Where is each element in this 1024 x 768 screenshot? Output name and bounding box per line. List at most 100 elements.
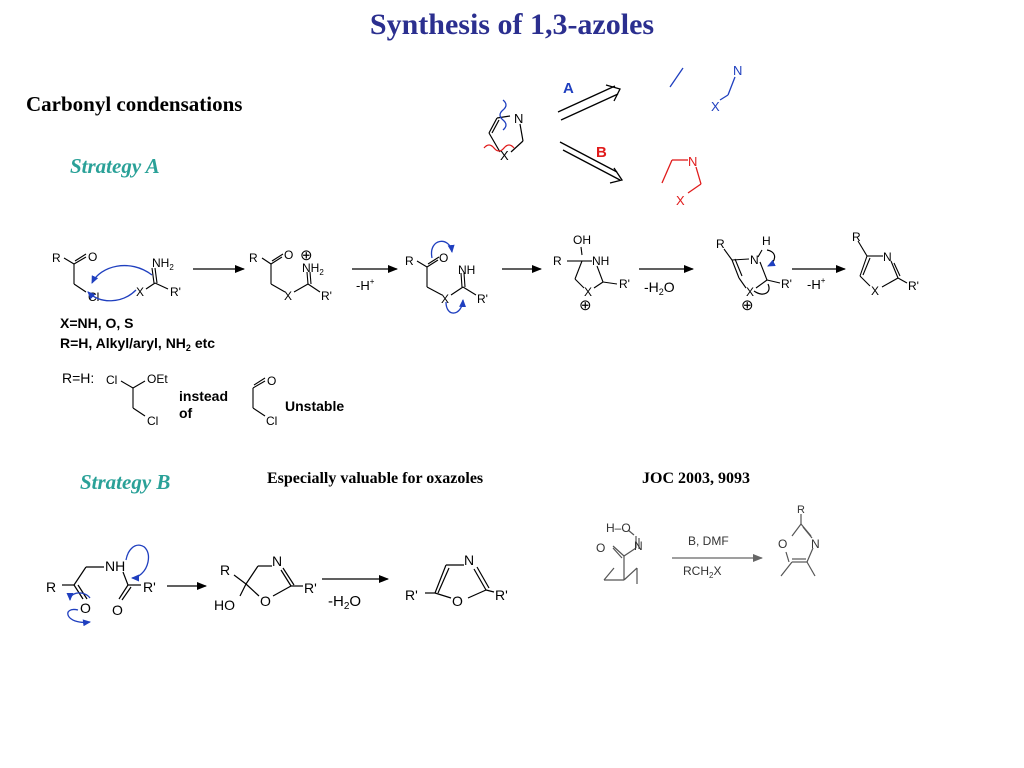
svg-text:R: R [46,579,56,595]
disconnection-wave-a [499,99,507,131]
svg-text:N: N [750,253,759,267]
section-heading: Carbonyl condensations [26,92,243,116]
svg-text:⊕: ⊕ [300,247,313,264]
svg-text:R: R [220,562,230,578]
slide-title: Synthesis of 1,3-azoles [369,8,655,41]
svg-text:OEt: OEt [147,372,168,386]
oxime-ketone: H–O N O [596,521,643,584]
curved-arrow-b2 [67,608,91,627]
svg-text:NH: NH [105,558,125,574]
svg-text:R: R [716,237,725,251]
svg-text:N: N [634,539,643,553]
chloroacetal: Cl OEt Cl [106,372,168,428]
svg-text:Cl: Cl [106,373,117,387]
svg-text:O: O [284,248,293,262]
route-a-label: A [563,80,574,97]
svg-text:OH: OH [573,233,591,247]
svg-text:R': R' [477,292,488,306]
svg-text:R': R' [170,285,181,299]
svg-text:R': R' [405,587,418,603]
svg-text:R: R [797,504,805,516]
amidine: NH2 X R' [136,256,181,299]
minus-h2o-2: -H2O [328,593,361,612]
svg-text:R': R' [321,289,332,303]
minus-h2o-1: -H2O [644,279,675,297]
svg-text:NH2: NH2 [302,261,324,277]
curved-arrow-attack [91,265,153,284]
strategy-a-scheme: R O Cl NH2 X R' [52,230,919,428]
svg-text:O: O [778,537,787,551]
svg-text:HO: HO [214,597,235,613]
intermediate-2: R O ⊕ NH2 X R' [249,247,332,303]
fragment-a-n: N [733,63,742,78]
svg-text:R: R [553,254,562,268]
route-b-label: B [596,144,607,161]
joc-example: H–O N O B, DMF RCH2X [596,504,820,584]
curved-arrow-cyclize [430,240,455,259]
svg-text:O: O [439,251,448,265]
svg-text:Cl: Cl [147,414,158,428]
svg-text:R: R [852,230,861,244]
strategy-b-note: Especially valuable for oxazoles [267,470,484,487]
joc-conditions-bottom: RCH2X [683,564,721,580]
svg-text:R': R' [495,587,508,603]
svg-text:H: H [762,234,771,248]
r-equals-h-label: R=H: [62,370,94,386]
oxazole-product: N R' O R' [405,552,508,609]
disconnection-wave-b [483,144,515,152]
curved-arrow-proton [445,299,467,314]
minus-h-plus-2: -H+ [807,276,826,292]
r-definition: R=H, Alkyl/aryl, NH2 etc [60,335,215,353]
amidine-nh2: NH2 [152,256,174,272]
svg-text:O: O [88,250,97,264]
fragments-b [661,159,702,194]
strategy-b-label: Strategy B [80,470,171,494]
curved-arrow-deprotonate [766,249,776,267]
svg-text:O: O [452,593,463,609]
svg-text:O: O [112,602,123,618]
svg-text:NH: NH [592,254,609,268]
fragments-a [669,67,736,101]
instead-of-line2: of [179,405,193,421]
fragment-a-x: X [711,99,720,114]
svg-text:R: R [52,251,61,265]
svg-text:R': R' [304,580,317,596]
svg-text:R': R' [143,579,156,595]
svg-text:N: N [883,250,892,264]
retrosynthesis: N X A B N X [483,63,742,208]
azole-ring [488,115,524,153]
hydroxy-intermediate: OH R NH X R' ⊕ [553,233,630,314]
svg-text:O: O [80,600,91,616]
svg-text:N: N [272,553,282,569]
svg-text:R': R' [908,279,919,293]
x-definition: X=NH, O, S [60,315,134,331]
curved-arrow-b1 [125,544,150,582]
azolium-intermediate: R H N X R' ⊕ [716,234,792,314]
fragment-b-n: N [688,154,697,169]
curved-arrow-aromatize [753,283,770,295]
acylamino-ketone: R NH R' O O [46,558,156,618]
minus-h-plus-1: -H+ [356,277,375,293]
svg-text:O: O [267,374,276,388]
strategy-a-label: Strategy A [70,154,160,178]
svg-text:⊕: ⊕ [579,297,592,314]
svg-text:X: X [746,285,754,299]
curved-arrow-b3 [66,592,91,601]
instead-of-line1: instead [179,388,228,404]
retro-arrow-b [559,141,624,184]
svg-text:NH: NH [458,263,475,277]
retro-arrow-a [557,84,621,121]
azole-product-a: R N X R' [852,230,919,298]
svg-text:X: X [584,285,592,299]
svg-text:Cl: Cl [266,414,277,428]
fragment-b-x: X [676,193,685,208]
svg-text:N: N [464,552,474,568]
svg-text:X: X [441,292,449,306]
strategy-b-scheme: R NH R' O O [46,544,508,627]
unstable-label: Unstable [285,398,344,414]
svg-text:N: N [811,537,820,551]
intermediate-3: R O NH X R' [405,251,488,306]
svg-text:R': R' [781,277,792,291]
